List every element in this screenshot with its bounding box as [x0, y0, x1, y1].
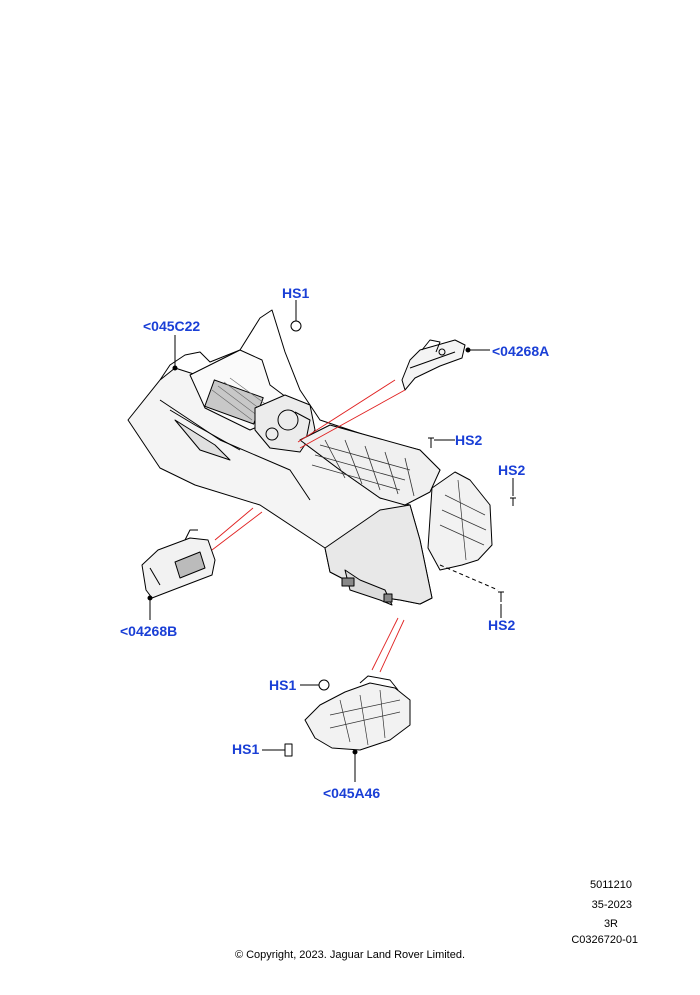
callout-hs2-c[interactable]: HS2	[488, 617, 516, 633]
fastener-hs2-a	[428, 437, 455, 448]
reference-revision: 3R	[603, 918, 618, 930]
callout-hs1-mid[interactable]: HS1	[269, 677, 297, 693]
callout-04268b[interactable]: <04268B	[120, 623, 178, 639]
callout-045a46[interactable]: <045A46	[323, 785, 381, 801]
centre-console-assembly	[127, 309, 493, 606]
fastener-hs1-low	[262, 743, 293, 757]
reference-number: 5011210	[589, 879, 632, 891]
callout-045c22[interactable]: <045C22	[143, 318, 201, 334]
fastener-hs2-b	[510, 478, 516, 506]
callout-hs2-b[interactable]: HS2	[498, 462, 526, 478]
explode-lines	[211, 379, 406, 673]
callout-hs1-top[interactable]: HS1	[282, 285, 310, 301]
reference-date-code: 35-2023	[591, 899, 632, 911]
fastener-hs1-top	[290, 300, 302, 332]
part-045a46-drawing	[304, 675, 411, 751]
fastener-hs1-mid	[300, 679, 330, 691]
callout-hs1-low[interactable]: HS1	[232, 741, 260, 757]
callout-04268a[interactable]: <04268A	[492, 343, 550, 359]
callout-hs2-a[interactable]: HS2	[455, 432, 483, 448]
part-04268b-drawing	[141, 529, 216, 599]
fastener-hs2-c	[498, 591, 504, 618]
copyright-notice: © Copyright, 2023. Jaguar Land Rover Lim…	[234, 949, 466, 961]
part-04268a-drawing	[401, 339, 466, 391]
reference-drawing-id: C0326720-01	[571, 934, 638, 946]
